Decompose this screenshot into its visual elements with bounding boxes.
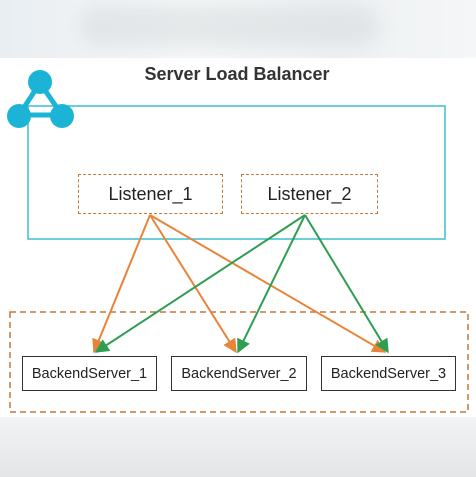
backend-group-box (9, 311, 469, 413)
connection-listener1-server3 (149, 214, 387, 353)
connection-listener2-server1 (94, 214, 306, 353)
listener-2-box: Listener_2 (241, 174, 378, 214)
connection-listener2-server3 (304, 214, 389, 354)
top-blurred-band (0, 0, 476, 58)
connection-listener1-server1 (92, 214, 151, 354)
backend-server-1-box: BackendServer_1 (22, 356, 157, 391)
connection-listener1-server2 (149, 214, 237, 354)
backend-server-3-box: BackendServer_3 (321, 356, 456, 391)
diagram-title: Server Load Balancer (144, 64, 330, 84)
bottom-blurred-band (0, 417, 476, 477)
backend-server-2-box: BackendServer_2 (171, 356, 307, 391)
connection-listener2-server2 (237, 214, 306, 354)
network-triangle-icon (7, 70, 74, 128)
load-balancer-box (27, 105, 446, 240)
listener-1-box: Listener_1 (78, 174, 223, 214)
